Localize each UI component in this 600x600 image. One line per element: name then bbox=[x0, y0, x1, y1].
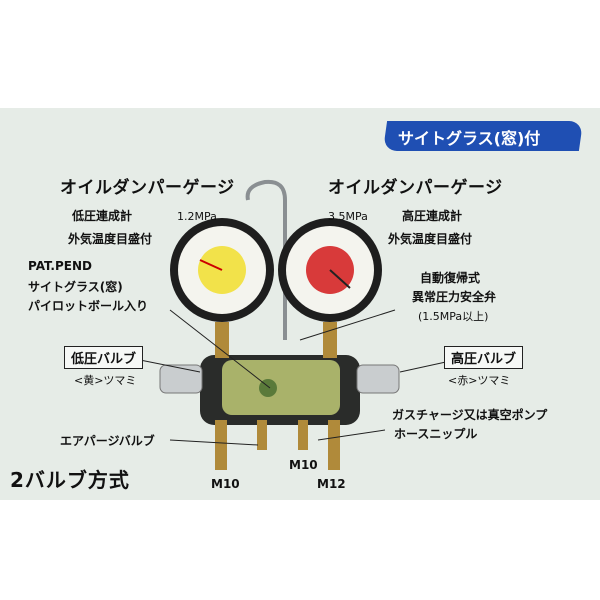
left-gauge-name: 低圧連成計 bbox=[72, 209, 133, 223]
sight-glass-window bbox=[222, 360, 340, 415]
right-gauge-name: 高圧連成計 bbox=[402, 209, 463, 223]
left-gauge-heading: オイルダンパーゲージ bbox=[60, 178, 235, 198]
right-gauge-stem bbox=[323, 322, 337, 358]
left-gauge-stem bbox=[215, 322, 229, 358]
high-valve-knob-label: <赤>ツマミ bbox=[448, 374, 511, 387]
low-valve-label: 低圧バルブ bbox=[64, 346, 144, 369]
right-gauge-scale: 3.5MPa bbox=[328, 210, 368, 223]
sight-glass-note-line1: PAT.PEND bbox=[28, 259, 92, 273]
gas-charge-label-line1: ガスチャージ又は真空ポンプ bbox=[392, 408, 548, 422]
safety-valve-note-line1: 自動復帰式 bbox=[420, 271, 481, 285]
fitting-m12-label: M12 bbox=[317, 477, 346, 491]
sight-glass-banner-text: サイトグラス(窓)付 bbox=[398, 129, 541, 148]
left-gauge-note: 外気温度目盛付 bbox=[68, 232, 153, 246]
safety-valve-note-line3: (1.5MPa以上) bbox=[418, 310, 489, 323]
high-valve-label: 高圧バルブ bbox=[444, 346, 524, 369]
right-gauge-heading: オイルダンパーゲージ bbox=[328, 178, 503, 198]
gas-charge-label-line2: ホースニップル bbox=[394, 427, 478, 441]
right-gauge-needle bbox=[329, 269, 351, 289]
sight-glass-note-line3: パイロットボール入り bbox=[28, 299, 149, 313]
left-gauge-scale: 1.2MPa bbox=[177, 210, 217, 223]
air-purge-valve-label: エアパージバルブ bbox=[60, 434, 155, 448]
high-valve-knob bbox=[356, 364, 400, 394]
left-gauge-needle bbox=[199, 259, 223, 271]
low-valve-knob bbox=[159, 364, 203, 394]
two-valve-title: 2バルブ方式 bbox=[10, 468, 130, 492]
fitting-m10-left-label: M10 bbox=[211, 477, 240, 491]
fitting-right bbox=[328, 420, 340, 470]
sight-glass-note-line2: サイトグラス(窓) bbox=[28, 280, 123, 294]
low-valve-knob-label: <黄>ツマミ bbox=[74, 374, 137, 387]
safety-valve-note-line2: 異常圧力安全弁 bbox=[412, 290, 497, 304]
fitting-left bbox=[215, 420, 227, 470]
fitting-m10-center-label: M10 bbox=[289, 458, 318, 472]
fitting-center bbox=[298, 420, 308, 450]
fitting-air-purge bbox=[257, 420, 267, 450]
right-gauge-note: 外気温度目盛付 bbox=[388, 232, 473, 246]
hose-hook bbox=[245, 179, 287, 340]
